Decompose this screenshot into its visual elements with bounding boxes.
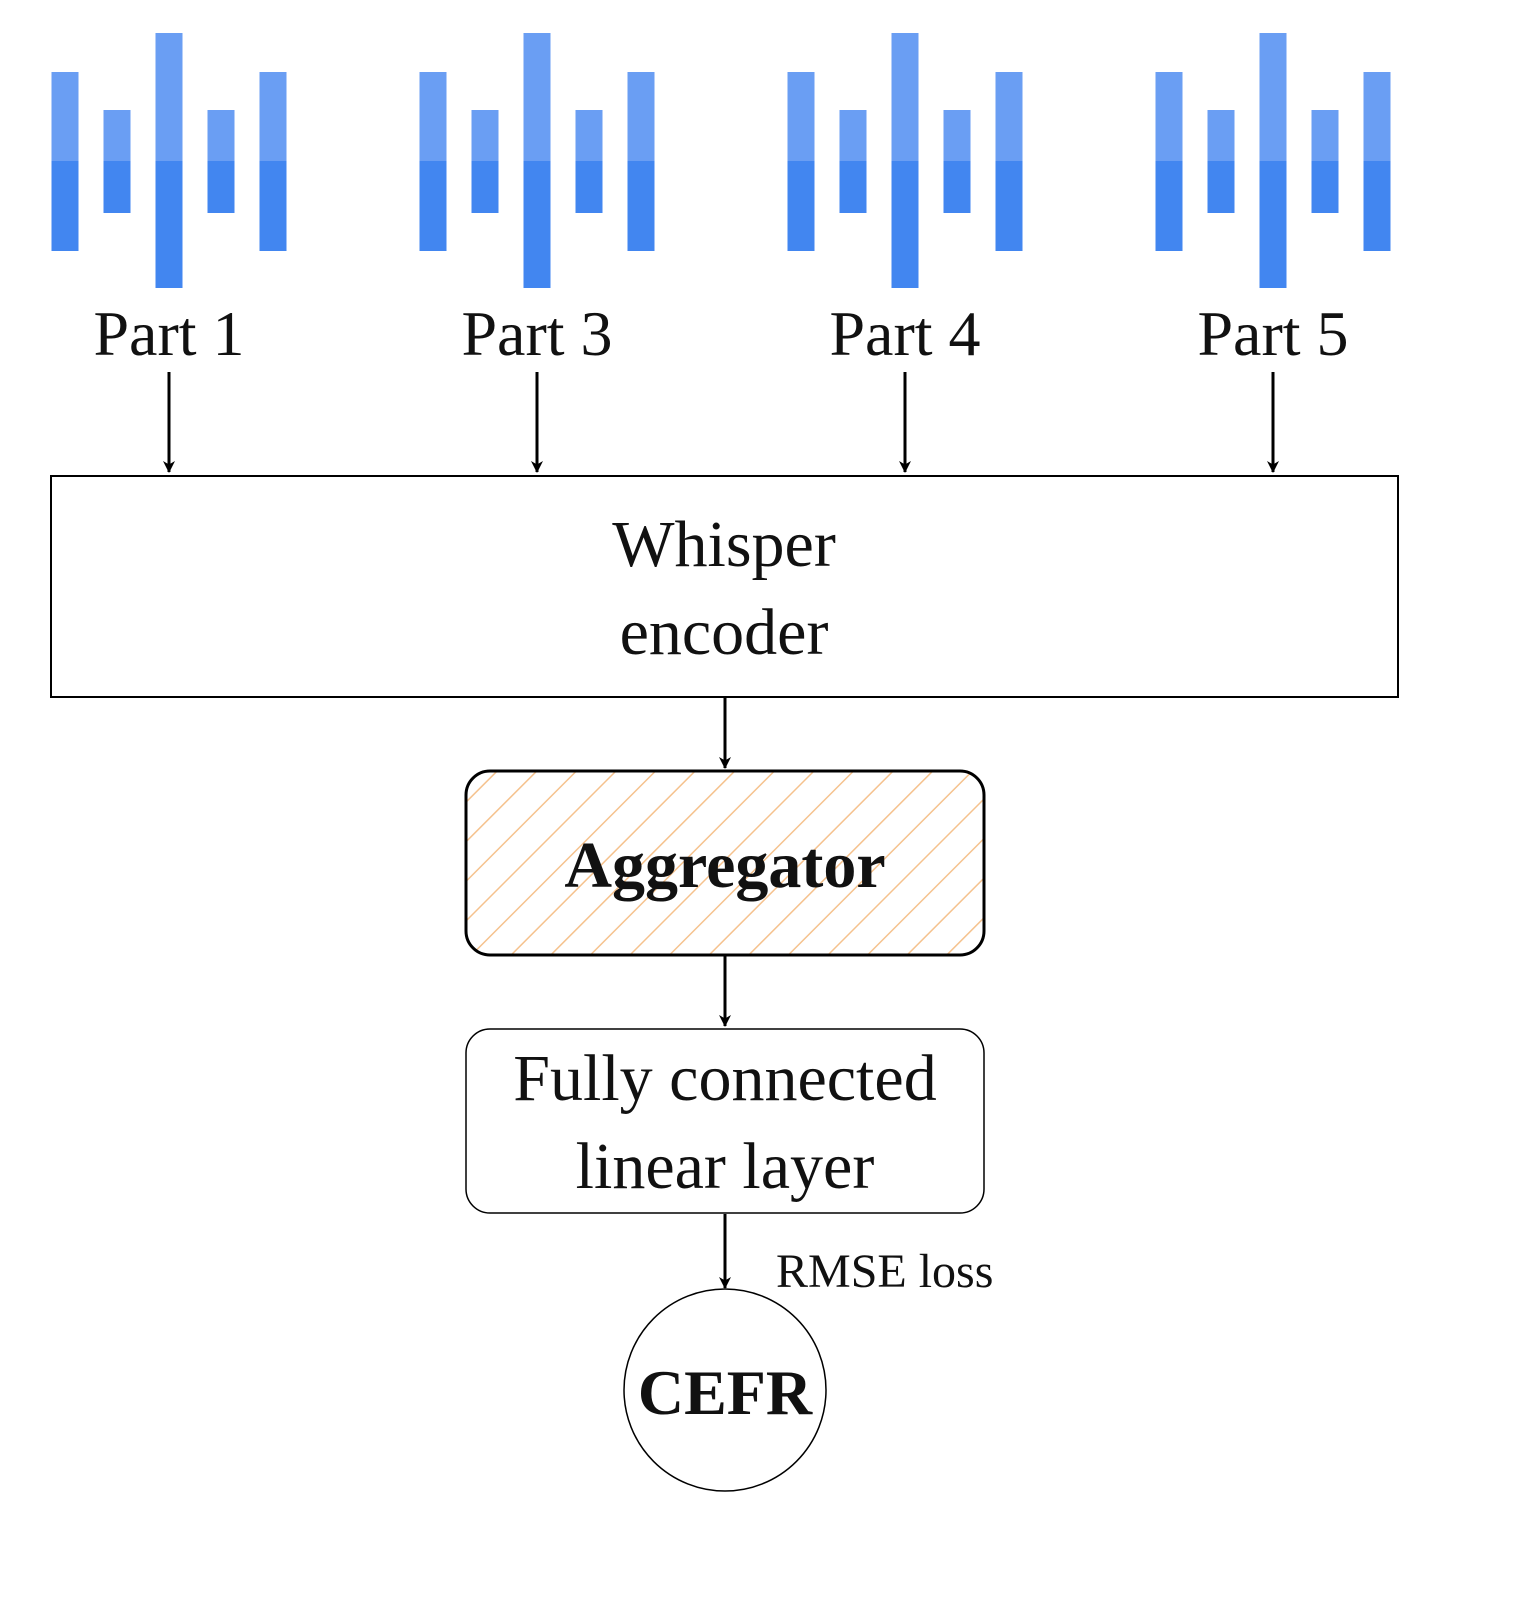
waveform-bar-top — [995, 72, 1023, 161]
waveform-bar-top — [575, 110, 603, 161]
waveform-bar-bottom — [1207, 161, 1235, 213]
waveform-bar-bottom — [523, 161, 551, 288]
waveform-bar-top — [1155, 72, 1183, 161]
waveform-bar-top — [419, 72, 447, 161]
waveform-bar-bottom — [839, 161, 867, 213]
part-4-input: Part 4 — [787, 33, 1023, 473]
waveform-bar-top — [207, 110, 235, 161]
waveform-bar-bottom — [1155, 161, 1183, 251]
rmse-loss-label: RMSE loss — [776, 1245, 993, 1298]
whisper-encoder-block: Whisper encoder — [50, 475, 1399, 698]
part-5-label: Part 5 — [1197, 298, 1348, 369]
waveform-bar-bottom — [103, 161, 131, 213]
waveform-bar-top — [1363, 72, 1391, 161]
waveform-bar-top — [891, 33, 919, 161]
waveform-bar-bottom — [575, 161, 603, 213]
waveform-bar-bottom — [419, 161, 447, 251]
waveform-bar-bottom — [51, 161, 79, 251]
waveform-bar-bottom — [627, 161, 655, 251]
waveform-bar-bottom — [891, 161, 919, 288]
aggregator-box — [464, 769, 986, 957]
part-5-input: Part 5 — [1155, 33, 1391, 473]
waveform-bar-bottom — [207, 161, 235, 213]
part-1-input: Part 1 — [51, 33, 287, 473]
waveform-bar-bottom — [1259, 161, 1287, 288]
linear-layer-title-line-2: linear layer — [576, 1130, 875, 1203]
encoder-title-line-1: Whisper — [612, 508, 836, 581]
waveform-bar-bottom — [787, 161, 815, 251]
part-3-input: Part 3 — [419, 33, 655, 473]
waveform-bar-bottom — [995, 161, 1023, 251]
cefr-output-node: CEFR — [623, 1288, 827, 1492]
waveform-bar-top — [259, 72, 287, 161]
waveform-bar-bottom — [1363, 161, 1391, 251]
waveform-bar-top — [1207, 110, 1235, 161]
linear-layer-title-line-1: Fully connected — [513, 1042, 936, 1115]
waveform-bar-top — [103, 110, 131, 161]
waveform-icon — [1155, 33, 1391, 288]
waveform-bar-bottom — [259, 161, 287, 251]
waveform-bar-top — [523, 33, 551, 161]
waveform-bar-bottom — [471, 161, 499, 213]
cefr-label: CEFR — [638, 1357, 813, 1428]
waveform-icon — [419, 33, 655, 288]
aggregator-block: Aggregator — [464, 769, 986, 957]
waveform-bar-top — [943, 110, 971, 161]
waveform-bar-top — [1311, 110, 1339, 161]
waveform-bar-top — [471, 110, 499, 161]
waveform-bar-bottom — [155, 161, 183, 288]
waveform-bar-top — [787, 72, 815, 161]
waveform-bar-top — [1259, 33, 1287, 161]
waveform-icon — [787, 33, 1023, 288]
waveform-bar-top — [627, 72, 655, 161]
part-4-label: Part 4 — [829, 298, 980, 369]
linear-layer-box — [465, 1028, 985, 1214]
waveform-icon — [51, 33, 287, 288]
encoder-title-line-2: encoder — [620, 596, 829, 669]
whisper-encoder-box — [50, 475, 1399, 698]
waveform-bar-bottom — [943, 161, 971, 213]
waveform-bar-top — [155, 33, 183, 161]
linear-layer-block: Fully connected linear layer — [465, 1028, 985, 1214]
waveform-bar-top — [51, 72, 79, 161]
part-3-label: Part 3 — [461, 298, 612, 369]
aggregator-label: Aggregator — [564, 829, 885, 902]
waveform-bar-top — [839, 110, 867, 161]
cefr-circle — [623, 1288, 827, 1492]
waveform-bar-bottom — [1311, 161, 1339, 213]
part-1-label: Part 1 — [93, 298, 244, 369]
